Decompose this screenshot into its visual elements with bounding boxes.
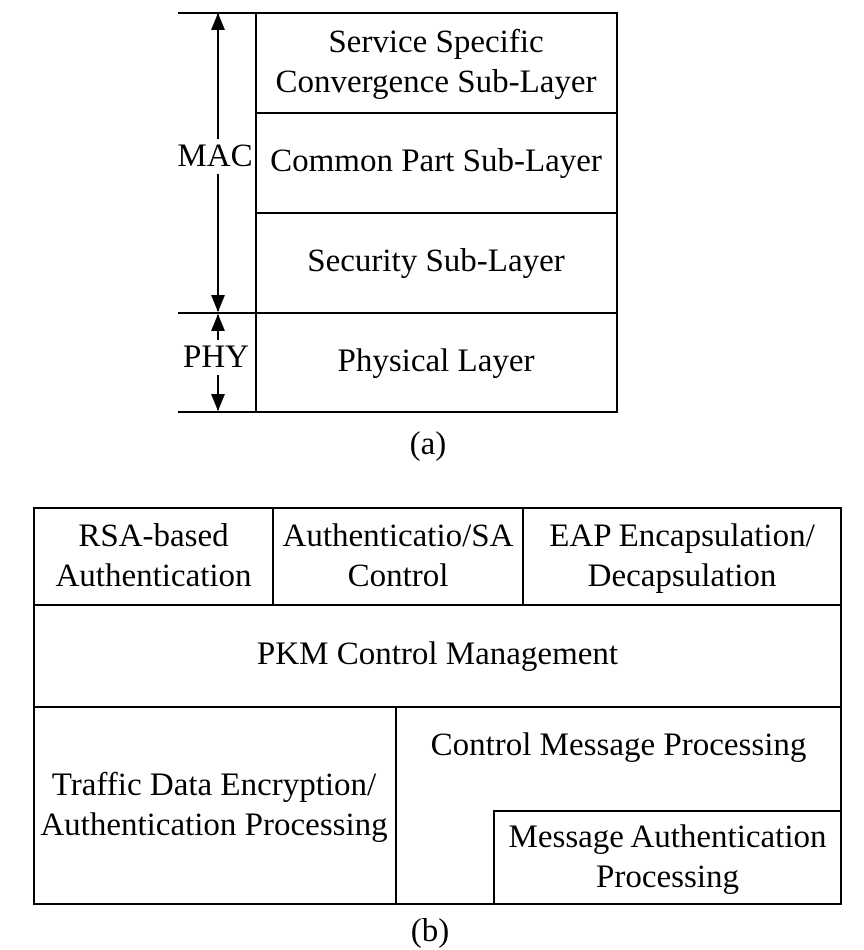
figure-b-caption: (b) — [410, 913, 450, 949]
fig-b-divider-row1-row2 — [33, 604, 842, 606]
fig-b-divider-rsa-auth — [272, 509, 274, 604]
layer-security: Security Sub-Layer — [257, 214, 615, 310]
layer-label-line: Security Sub-Layer — [307, 243, 565, 280]
arrowhead-up-icon — [211, 314, 225, 331]
layer-service-specific-convergence: Service Specific Convergence Sub-Layer — [257, 14, 615, 112]
layer-label-line: Service Specific — [328, 24, 544, 61]
fig-b-divider-traffic-control — [395, 708, 397, 903]
module-label-line: Message Authentication — [508, 818, 827, 855]
module-label-line: EAP Encapsulation/ — [549, 517, 815, 554]
arrowhead-down-icon — [211, 394, 225, 411]
module-label-line: Authenticatio/SA — [282, 517, 514, 554]
layer-label-line: Convergence Sub-Layer — [275, 64, 597, 100]
module-pkm-control-management: PKM Control Management — [35, 606, 840, 704]
layer-common-part: Common Part Sub-Layer — [257, 114, 615, 210]
module-label-line: RSA-based — [78, 517, 229, 554]
mac-label: MAC — [176, 138, 254, 174]
arrowhead-down-icon — [211, 295, 225, 312]
fig-a-bottom-line — [178, 411, 618, 413]
module-label-line: Decapsulation — [587, 557, 777, 594]
module-label-line: Control Message Processing — [430, 727, 807, 764]
module-authentication-sa-control: Authenticatio/SA Control — [274, 509, 522, 604]
fig-a-divider-mac-phy — [178, 312, 618, 314]
module-label-line: Authentication Processing — [40, 806, 388, 843]
arrowhead-up-icon — [211, 13, 225, 30]
layer-label-line: Common Part Sub-Layer — [270, 143, 602, 180]
figure-a-caption: (a) — [409, 426, 447, 462]
module-label-line: Authentication — [55, 557, 252, 594]
module-control-message-processing: Control Message Processing — [397, 708, 840, 784]
phy-label: PHY — [181, 339, 251, 375]
fig-a-top-line — [178, 12, 618, 14]
module-label-line: Traffic Data Encryption/ — [51, 766, 377, 803]
module-label-line: PKM Control Management — [256, 636, 619, 673]
fig-a-divider-sscs-cps — [256, 112, 618, 114]
module-label-line: Processing — [596, 858, 739, 895]
fig-a-right-border — [616, 12, 618, 413]
module-eap-encapsulation: EAP Encapsulation/ Decapsulation — [524, 509, 840, 604]
module-message-auth-processing: Message Authentication Processing — [495, 812, 840, 903]
module-rsa-authentication: RSA-based Authentication — [35, 509, 272, 604]
fig-b-divider-auth-eap — [522, 509, 524, 604]
module-message-auth-box — [493, 810, 842, 905]
module-label-line: Control — [347, 557, 449, 594]
module-traffic-data-encryption: Traffic Data Encryption/ Authentication … — [35, 708, 393, 903]
layer-physical: Physical Layer — [257, 314, 615, 409]
layer-label-line: Physical Layer — [337, 342, 535, 379]
fig-a-divider-cps-security — [256, 212, 618, 214]
fig-a-left-border — [255, 12, 257, 413]
fig-b-divider-row2-row3 — [33, 706, 842, 708]
